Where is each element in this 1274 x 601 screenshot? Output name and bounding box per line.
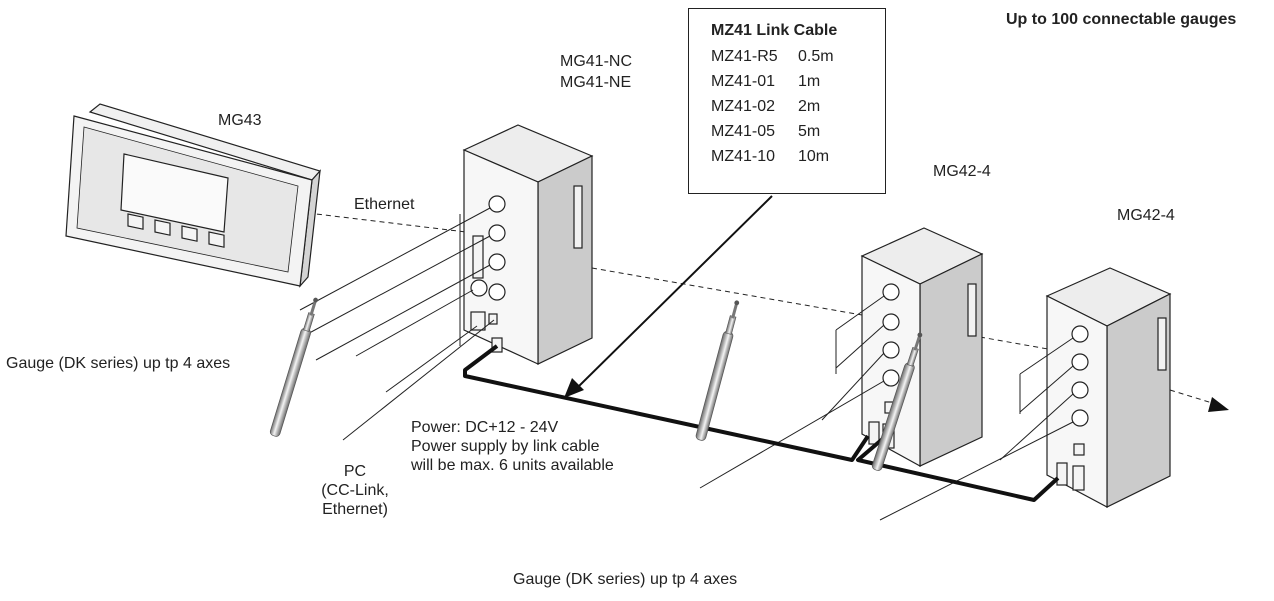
cable-length: 2m — [798, 98, 821, 115]
cable-length: 1m — [798, 73, 821, 90]
gauge-probe-bottom-1 — [694, 298, 743, 442]
cable-table-row: MZ41-05 5m — [711, 119, 885, 144]
cable-table-row: MZ41-02 2m — [711, 94, 885, 119]
mg43-label: MG43 — [218, 112, 262, 129]
ethernet-label: Ethernet — [354, 196, 415, 213]
cable-model: MZ41-02 — [711, 98, 776, 115]
cable-length: 0.5m — [798, 48, 834, 65]
link-cable-table: MZ41 Link Cable MZ41-R5 0.5m MZ41-01 1m … — [688, 8, 886, 194]
mg42-label-2: MG42-4 — [1117, 207, 1175, 224]
power-label-line1: Power: DC+12 - 24V — [411, 419, 559, 436]
cable-length: 5m — [798, 123, 821, 140]
gauge-probe-left — [268, 295, 322, 438]
gauge-bottom-label: Gauge (DK series) up tp 4 axes — [513, 571, 738, 588]
cable-table-title: MZ41 Link Cable — [711, 22, 838, 39]
cable-corner-lines — [459, 214, 1021, 414]
cable-model: MZ41-R5 — [711, 48, 778, 65]
cable-table-row: MZ41-01 1m — [711, 69, 885, 94]
power-label-line2: Power supply by link cable — [411, 438, 600, 455]
link-cable-pointer — [564, 195, 773, 398]
gauge-cables — [299, 207, 1074, 521]
mg43-display-device — [65, 103, 322, 288]
mg42-counter-2 — [1045, 267, 1172, 508]
mg41-ne-label: MG41-NE — [560, 74, 632, 91]
connectable-gauges-note: Up to 100 connectable gauges — [1006, 11, 1237, 28]
cable-length: 10m — [798, 148, 830, 165]
link-cable — [463, 344, 1060, 502]
network-arrow-icon — [1208, 397, 1229, 412]
mg41-network-unit — [462, 124, 594, 365]
mg41-nc-label: MG41-NC — [560, 53, 633, 70]
cable-table-row: MZ41-R5 0.5m — [711, 44, 885, 69]
pc-label-line2: (CC-Link, — [321, 482, 389, 499]
cable-model: MZ41-05 — [711, 123, 776, 140]
cable-model: MZ41-10 — [711, 148, 776, 165]
gauge-left-label: Gauge (DK series) up tp 4 axes — [6, 355, 231, 372]
pc-label-line1: PC — [343, 463, 367, 480]
mg42-label-1: MG42-4 — [933, 163, 991, 180]
power-label-line3: will be max. 6 units available — [411, 457, 614, 474]
mg42-counter-1 — [860, 227, 984, 468]
cable-table-row: MZ41-10 10m — [711, 144, 885, 169]
pc-label-line3: Ethernet) — [322, 501, 388, 518]
cable-model: MZ41-01 — [711, 73, 776, 90]
